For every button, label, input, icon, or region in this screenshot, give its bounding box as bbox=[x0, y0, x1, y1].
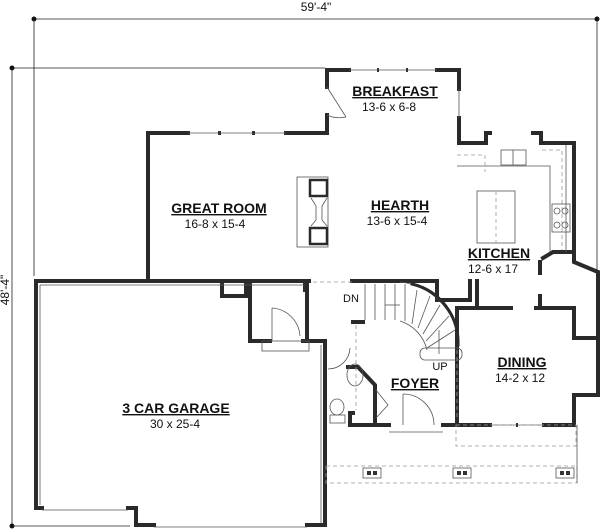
garage-size: 30 x 25-4 bbox=[150, 417, 200, 431]
stairs-up-label: UP bbox=[432, 361, 447, 373]
garage-label: 3 CAR GARAGE bbox=[122, 400, 229, 416]
width-dimension: 59'-4" bbox=[301, 0, 332, 14]
kitchen-size: 12-6 x 17 bbox=[468, 262, 518, 276]
great-room-size: 16-8 x 15-4 bbox=[185, 217, 246, 231]
hearth-size: 13-6 x 15-4 bbox=[367, 214, 428, 228]
kitchen-label: KITCHEN bbox=[468, 245, 530, 261]
foyer-label: FOYER bbox=[391, 375, 439, 391]
breakfast-size: 13-6 x 6-8 bbox=[362, 100, 416, 114]
fixtures bbox=[39, 68, 578, 528]
dimension-lines bbox=[9, 16, 600, 529]
dining-size: 14-2 x 12 bbox=[495, 371, 545, 385]
great-room-label: GREAT ROOM bbox=[171, 200, 266, 216]
hearth-label: HEARTH bbox=[371, 197, 429, 213]
breakfast-label: BREAKFAST bbox=[352, 83, 438, 99]
dining-label: DINING bbox=[498, 354, 547, 370]
walls bbox=[34, 68, 600, 527]
depth-dimension: 48'-4" bbox=[0, 275, 12, 306]
stairs-down-label: DN bbox=[343, 293, 359, 305]
